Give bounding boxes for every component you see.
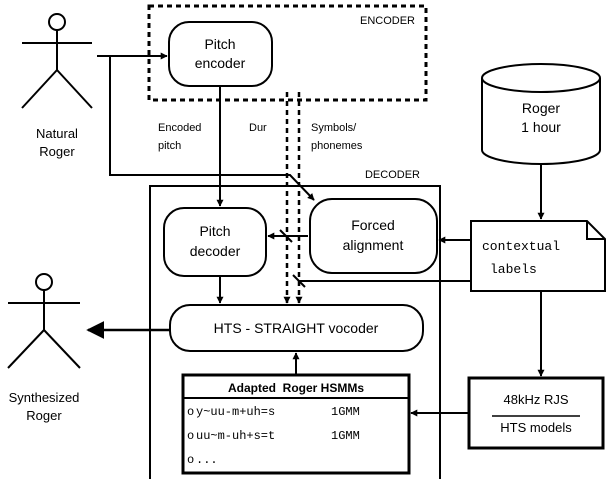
pitch-decoder-label-1: Pitch <box>199 223 230 239</box>
forced-alignment-label-2: alignment <box>343 237 404 253</box>
database-label-1: Roger <box>522 100 560 116</box>
natural-roger-actor <box>21 13 93 109</box>
hsmm-row-3-phone: ... <box>196 453 218 467</box>
arrow-natural-to-alignment <box>109 56 315 201</box>
decoder-region-label: DECODER <box>365 169 420 181</box>
pitch-decoder-label-2: decoder <box>190 243 241 259</box>
symbols-label-2: phonemes <box>311 140 363 152</box>
database-cylinder <box>481 63 601 165</box>
vocoder-box <box>169 304 424 352</box>
hsmm-row-2-phone: uu~m-uh+s=t <box>196 429 275 443</box>
encoded-pitch-label-1: Encoded <box>158 122 201 134</box>
forced-alignment-box <box>309 198 438 274</box>
synthesized-roger-label-1: Synthesized <box>9 390 80 405</box>
decoder-region <box>149 185 441 479</box>
hsmm-row-2-gmm: 1GMM <box>331 429 360 443</box>
contextual-labels-document <box>470 220 606 292</box>
hsmm-row-1-phone: y~uu-m+uh=s <box>196 405 275 419</box>
encoder-region <box>147 4 428 102</box>
hts-models-label-2: HTS models <box>500 420 572 435</box>
pitch-encoder-label-2: encoder <box>195 55 246 71</box>
dur-label: Dur <box>249 122 267 134</box>
contextual-labels-line-1: contextual <box>482 239 560 254</box>
symbols-label-1: Symbols/ <box>311 122 357 134</box>
hsmm-rows: o y~uu-m+uh=s 1GMM o uu~m-uh+s=t 1GMM o … <box>187 405 360 467</box>
hsmm-title: Adapted Roger HSMMs <box>228 381 364 395</box>
database-label-2: 1 hour <box>521 119 561 135</box>
pitch-encoder-label-1: Pitch <box>204 36 235 52</box>
synthesized-roger-label-2: Roger <box>26 408 62 423</box>
hsmm-row-3-bullet: o <box>187 453 194 467</box>
synthesized-roger-actor <box>7 273 81 369</box>
hsmm-row-1-bullet: o <box>187 405 194 419</box>
hts-models-box <box>467 376 605 450</box>
pitch-decoder-box <box>163 207 267 277</box>
forced-alignment-label-1: Forced <box>351 217 395 233</box>
hts-models-label-1: 48kHz RJS <box>503 392 568 407</box>
contextual-labels-line-2: labels <box>490 262 537 277</box>
hsmm-row-2-bullet: o <box>187 429 194 443</box>
encoder-region-label: ENCODER <box>360 15 415 27</box>
pitch-encoder-box <box>168 21 273 87</box>
hsmm-row-1-gmm: 1GMM <box>331 405 360 419</box>
natural-roger-label-1: Natural <box>36 126 78 141</box>
encoded-pitch-label-2: pitch <box>158 140 181 152</box>
connectors <box>86 52 545 417</box>
vocoder-label: HTS - STRAIGHT vocoder <box>214 320 379 336</box>
natural-roger-label-2: Roger <box>39 144 75 159</box>
